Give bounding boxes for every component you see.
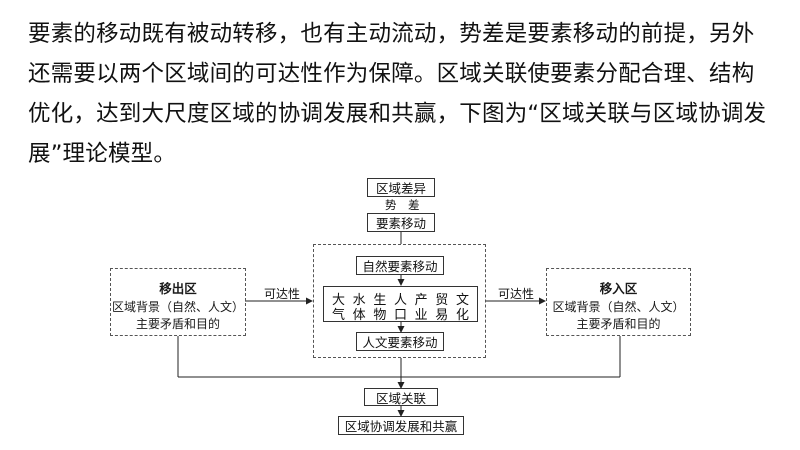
factor-grid-cell: 气	[332, 308, 346, 323]
human-factor-movement-label: 人文要素移动	[362, 335, 438, 350]
factor-grid-row-2: 气体物口业易化	[332, 304, 469, 323]
factor-grid-cell: 文	[455, 293, 469, 308]
potential-gap-label: 势 差	[383, 197, 422, 213]
outflow-region-box: 移出区 区域背景（自然、人文） 主要矛盾和目的	[110, 268, 246, 336]
factor-grid-cell: 口	[393, 308, 407, 323]
outflow-contradiction: 主要矛盾和目的	[135, 317, 220, 331]
factor-movement-center-box	[313, 244, 486, 358]
factor-grid-cell: 体	[352, 308, 366, 323]
factor-movement-label: 要素移动	[375, 216, 426, 231]
outflow-background: 区域背景（自然、人文）	[111, 300, 244, 314]
factor-grid-box: 大水生人产贸文 气体物口业易化	[323, 286, 478, 323]
intro-paragraph: 要素的移动既有被动转移，也有主动流动，势差是要素移动的前提，另外还需要以两个区域…	[28, 21, 767, 167]
regional-difference-box: 区域差异	[367, 178, 435, 197]
regional-linkage-box: 区域关联	[364, 388, 438, 406]
factor-grid-cell: 生	[373, 293, 387, 308]
outflow-title: 移出区	[159, 281, 197, 296]
factor-grid-cell: 人	[393, 293, 407, 308]
coordinated-development-box: 区域协调发展和共赢	[338, 416, 464, 435]
factor-movement-box: 要素移动	[367, 213, 435, 232]
inflow-background: 区域背景（自然、人文）	[552, 300, 685, 314]
natural-factor-movement-label: 自然要素移动	[362, 259, 438, 274]
inflow-region-box: 移入区 区域背景（自然、人文） 主要矛盾和目的	[546, 268, 691, 336]
accessibility-right-label: 可达性	[498, 287, 535, 301]
factor-grid-cell: 水	[352, 293, 366, 308]
inflow-contradiction: 主要矛盾和目的	[576, 317, 661, 331]
natural-factor-movement-box: 自然要素移动	[356, 256, 444, 275]
factor-grid-cell: 业	[414, 308, 428, 323]
factor-grid-cell: 产	[414, 293, 428, 308]
factor-grid-cell: 大	[332, 293, 346, 308]
factor-grid-cell: 易	[435, 308, 449, 323]
factor-grid-cell: 贸	[435, 293, 449, 308]
inflow-title: 移入区	[599, 281, 638, 296]
coordinated-development-label: 区域协调发展和共赢	[344, 419, 458, 434]
factor-grid-cell: 物	[373, 308, 387, 323]
factor-grid-cell: 化	[455, 308, 469, 323]
factor-grid-row-1: 大水生人产贸文	[332, 289, 469, 308]
accessibility-left-label: 可达性	[264, 287, 301, 301]
regional-difference-label: 区域差异	[375, 181, 426, 196]
regional-linkage-label: 区域关联	[375, 390, 426, 406]
human-factor-movement-box: 人文要素移动	[356, 332, 444, 351]
